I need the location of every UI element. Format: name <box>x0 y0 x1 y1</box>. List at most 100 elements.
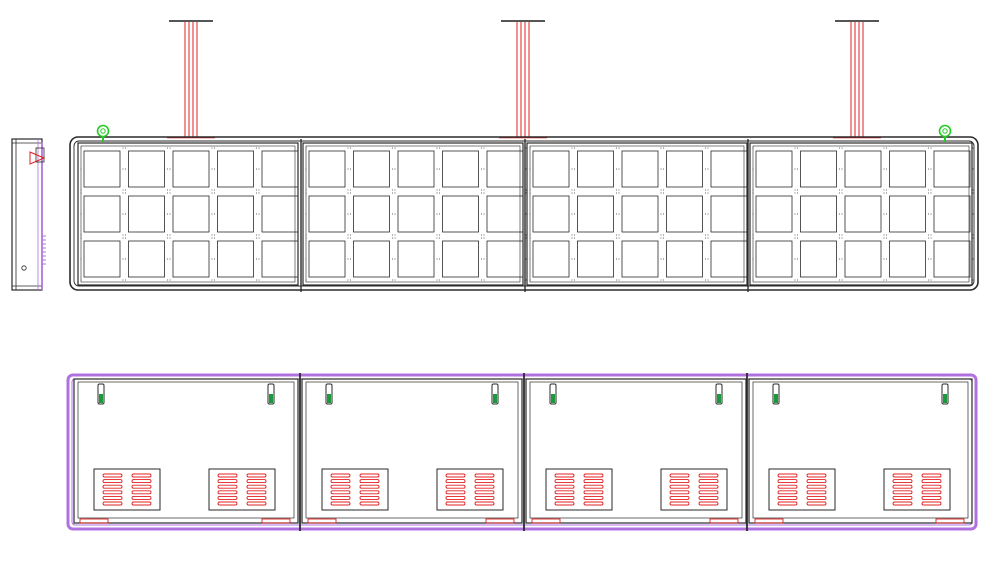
module-screw-dot <box>618 279 620 281</box>
module-screw-dot <box>80 279 82 281</box>
module-screw-dot <box>752 147 754 149</box>
module-screw-dot <box>483 189 485 191</box>
module-screw-dot <box>885 213 888 215</box>
vent-slot <box>669 495 690 500</box>
vent-slot <box>583 473 604 478</box>
module-screw-dot <box>166 237 169 239</box>
module-screw-dot <box>838 234 841 236</box>
module-screw-dot <box>255 189 258 191</box>
module-screw-dot <box>707 213 709 215</box>
module-screw-dot <box>347 147 349 149</box>
display-module <box>577 240 614 278</box>
module-screw-dot <box>166 279 169 281</box>
display-module <box>621 240 659 278</box>
latch-icon-fill <box>269 394 273 403</box>
vent-slot <box>217 479 238 484</box>
display-module <box>486 195 524 233</box>
display-module <box>442 240 479 278</box>
module-screw-dot <box>213 168 216 170</box>
vent-slot <box>217 501 238 506</box>
display-module <box>217 240 254 278</box>
module-screw-dot <box>838 258 841 260</box>
front-panel-inner <box>529 145 745 283</box>
vent-slot <box>806 501 827 506</box>
vent-slot <box>330 479 351 484</box>
module-screw-dot <box>436 279 438 281</box>
lifting-eye-icon <box>942 128 948 134</box>
module-screw-dot <box>213 234 216 236</box>
module-screw-dot <box>211 213 213 215</box>
module-screw-dot <box>660 279 662 281</box>
vent-slot <box>892 490 913 495</box>
vent-slot <box>777 490 798 495</box>
module-screw-dot <box>347 237 349 239</box>
module-screw-dot <box>573 147 576 149</box>
module-screw-dot <box>571 168 573 170</box>
module-screw-dot <box>662 234 665 236</box>
module-screw-dot <box>707 189 709 191</box>
module-screw-dot <box>660 258 662 260</box>
module-screw-dot <box>752 258 754 260</box>
module-screw-dot <box>438 213 441 215</box>
display-module <box>577 195 614 233</box>
module-screw-dot <box>525 237 527 239</box>
module-screw-dot <box>972 234 974 236</box>
display-module <box>933 150 971 188</box>
module-screw-dot <box>571 192 573 194</box>
module-screw-dot <box>80 237 82 239</box>
module-screw-dot <box>662 279 665 281</box>
vent-slot <box>892 501 913 506</box>
module-screw-dot <box>483 213 485 215</box>
module-screw-dot <box>436 234 438 236</box>
module-screw-dot <box>124 213 127 215</box>
module-screw-dot <box>660 192 662 194</box>
module-screw-dot <box>391 192 394 194</box>
module-screw-dot <box>480 168 483 170</box>
vent-slot <box>359 473 380 478</box>
module-screw-dot <box>122 189 124 191</box>
module-screw-dot <box>169 237 171 239</box>
vent-slot <box>474 484 495 489</box>
module-screw-dot <box>169 192 171 194</box>
module-screw-dot <box>529 279 531 281</box>
module-screw-dot <box>394 279 396 281</box>
display-module <box>128 195 165 233</box>
module-screw-dot <box>618 237 620 239</box>
module-screw-dot <box>571 213 573 215</box>
latch-icon <box>549 383 557 405</box>
vent-slot <box>131 490 152 495</box>
module-screw-dot <box>258 234 260 236</box>
module-screw-dot <box>885 168 888 170</box>
module-screw-dot <box>525 189 527 191</box>
display-module <box>755 240 793 278</box>
module-screw-dot <box>796 192 799 194</box>
module-screw-dot <box>930 258 932 260</box>
module-screw-dot <box>794 168 796 170</box>
module-screw-dot <box>927 192 930 194</box>
display-module <box>710 240 748 278</box>
module-screw-dot <box>662 213 665 215</box>
module-screw-dot <box>122 258 124 260</box>
module-screw-dot <box>794 258 796 260</box>
module-screw-dot <box>662 258 665 260</box>
display-module <box>710 195 748 233</box>
module-screw-dot <box>615 192 618 194</box>
vent-slot <box>806 479 827 484</box>
module-screw-dot <box>571 234 573 236</box>
module-screw-dot <box>347 213 349 215</box>
front-panel-inner <box>752 145 970 283</box>
module-screw-dot <box>480 258 483 260</box>
display-module <box>397 240 435 278</box>
vent-slot <box>698 484 719 489</box>
front-panel <box>302 142 524 286</box>
module-screw-dot <box>255 237 258 239</box>
vent-slot <box>330 490 351 495</box>
module-screw-dot <box>255 168 258 170</box>
display-module <box>261 195 299 233</box>
module-screw-dot <box>347 279 349 281</box>
module-screw-dot <box>972 189 974 191</box>
vent-slot <box>217 484 238 489</box>
module-screw-dot <box>529 213 531 215</box>
module-screw-dot <box>480 189 483 191</box>
module-screw-dot <box>796 147 799 149</box>
